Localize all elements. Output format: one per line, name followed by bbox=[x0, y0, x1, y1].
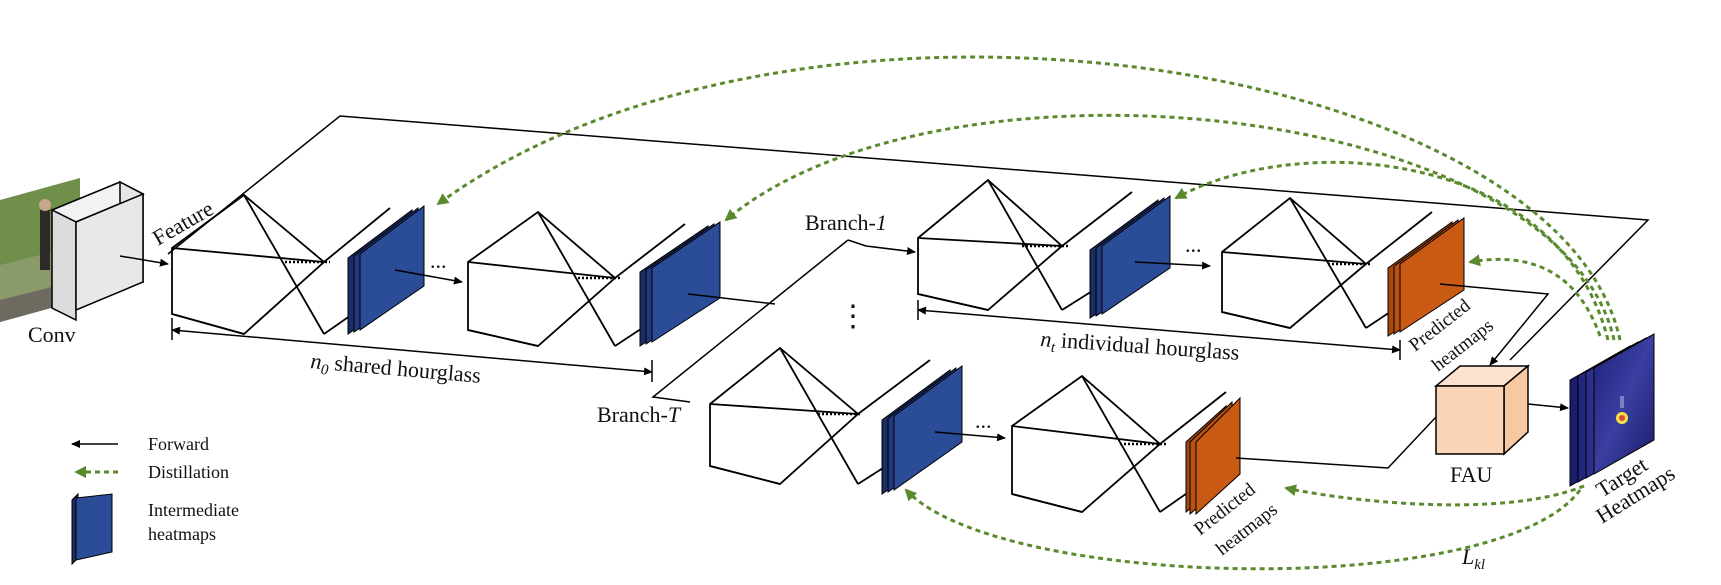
forward-arrow bbox=[1527, 403, 1569, 412]
distillation-arrows bbox=[436, 55, 1622, 571]
distill-arrow-branchT-intermediate bbox=[904, 488, 1582, 571]
ellipsis-branch1: ... bbox=[1185, 232, 1202, 257]
legend-intermediate-symbol bbox=[71, 492, 113, 566]
distill-arrow-shared-1 bbox=[436, 55, 1622, 341]
legend-forward-label: Forward bbox=[148, 434, 209, 454]
loss-label: Lkl bbox=[1461, 544, 1485, 573]
forward-arrow bbox=[934, 431, 1006, 442]
shared-span-arrow bbox=[171, 326, 653, 376]
fau-label: FAU bbox=[1450, 462, 1492, 487]
hourglass-shared-2 bbox=[467, 210, 686, 347]
target-heatmaps bbox=[1569, 333, 1655, 487]
intermediate-heatmap-3 bbox=[1089, 195, 1171, 319]
forward-arrow bbox=[119, 255, 169, 267]
conv-label: Conv bbox=[28, 322, 76, 347]
conv-block bbox=[50, 180, 145, 322]
individual-hourglass-label: nt individual hourglass bbox=[1039, 326, 1240, 369]
forward-arrow bbox=[865, 245, 916, 255]
predicted-heatmap-branch1 bbox=[1387, 217, 1465, 337]
branch-frame bbox=[167, 115, 1650, 403]
forward-arrow bbox=[394, 269, 463, 285]
individual-span-arrow bbox=[917, 306, 1401, 354]
intermediate-heatmap-1 bbox=[347, 205, 425, 335]
branch-vdots: ⋮ bbox=[838, 300, 868, 333]
branch-1-label: Branch-1 bbox=[805, 210, 887, 235]
branch-t-label: Branch-T bbox=[597, 402, 682, 427]
connector-line bbox=[687, 293, 776, 305]
legend-intermediate-label-line2: heatmaps bbox=[148, 524, 216, 544]
forward-arrow bbox=[1134, 261, 1211, 270]
ellipsis-branchT: ... bbox=[975, 408, 992, 433]
intermediate-heatmap-4 bbox=[881, 365, 963, 495]
ellipsis-shared: ... bbox=[430, 248, 447, 273]
distill-arrow-branch1-predicted bbox=[1468, 254, 1602, 337]
forward-arrow bbox=[1235, 399, 1453, 469]
legend-intermediate-label-line1: Intermediate bbox=[148, 500, 239, 520]
distill-arrow-branchT-predicted bbox=[1284, 484, 1585, 507]
predicted-heatmap-branchT bbox=[1185, 396, 1241, 516]
fau-block bbox=[1433, 364, 1531, 456]
legend: Forward Distillation Intermediate heatma… bbox=[71, 434, 239, 566]
legend-distillation-label: Distillation bbox=[148, 462, 229, 482]
distill-arrow-branch1-intermediate bbox=[1174, 160, 1610, 341]
intermediate-heatmap-2 bbox=[639, 221, 721, 347]
forward-arrow bbox=[1439, 283, 1550, 366]
hourglass-branchT-a bbox=[709, 346, 931, 485]
